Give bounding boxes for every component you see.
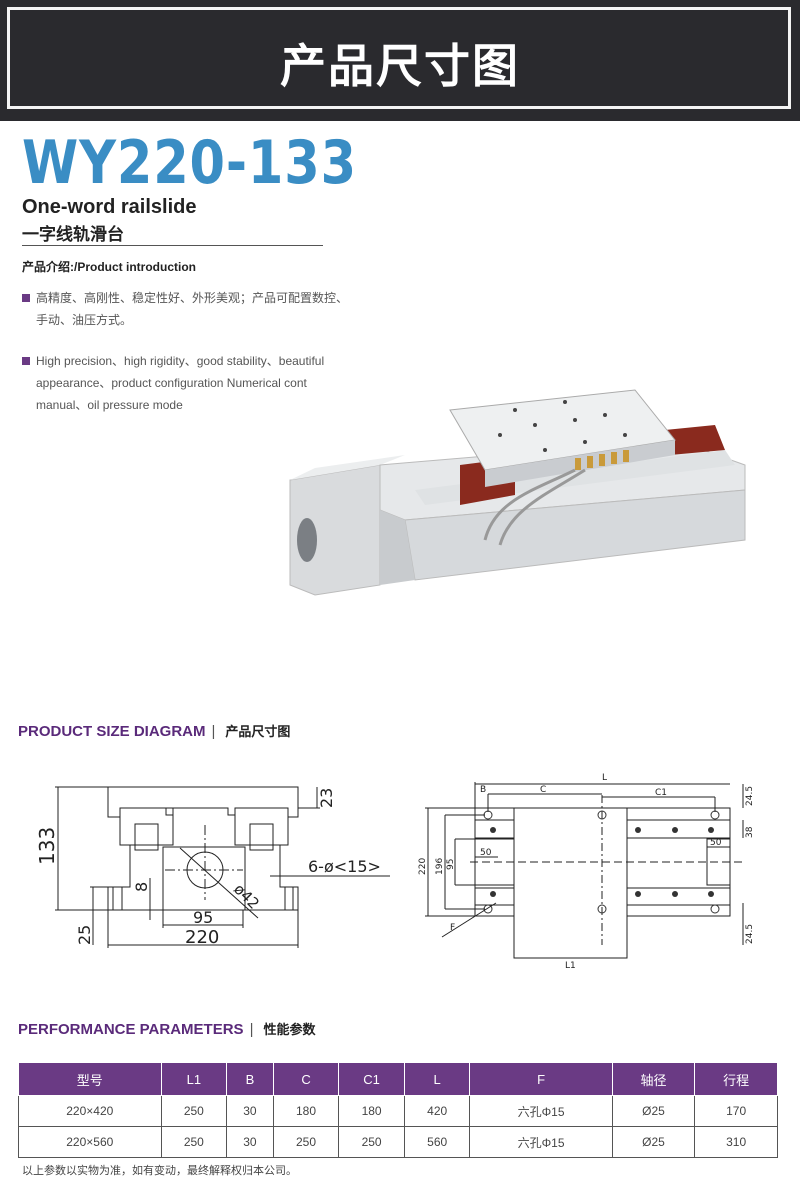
banner: 产品尺寸图: [0, 0, 800, 121]
heading-en: PERFORMANCE PARAMETERS: [18, 1021, 244, 1038]
dim-C1: C1: [655, 788, 667, 798]
product-name-en: One-word railslide: [22, 196, 197, 218]
dim-25: 25: [75, 925, 94, 945]
col-l1: L1: [160, 1062, 228, 1096]
banner-title: 产品尺寸图: [280, 39, 520, 93]
disclaimer-note: 以上参数以实物为准，如有变动，最终解释权归本公司。: [22, 1165, 297, 1177]
model-number: WY220-133: [22, 128, 357, 198]
dim-holes: 6-ø<15>: [308, 857, 381, 876]
dim-F: F: [450, 923, 455, 933]
cell: 30: [226, 1126, 274, 1158]
dim-L: L: [602, 773, 607, 783]
heading-en: PRODUCT SIZE DIAGRAM: [18, 723, 206, 740]
intro-label: 产品介绍:/Product introduction: [22, 260, 196, 274]
col-b: B: [226, 1062, 274, 1096]
heading-sep: |: [211, 723, 216, 740]
heading-cn: 产品尺寸图: [225, 724, 291, 739]
cell: 180: [338, 1095, 405, 1127]
dim-24-5-top: 24.5: [745, 786, 755, 806]
heading-sep: |: [249, 1021, 254, 1038]
cell: 250: [338, 1126, 405, 1158]
cell: 220×560: [18, 1126, 162, 1158]
dim-133: 133: [35, 827, 59, 865]
cell: 310: [694, 1126, 778, 1158]
size-diagram-heading: PRODUCT SIZE DIAGRAM | 产品尺寸图: [18, 721, 290, 740]
cell: 220×420: [18, 1095, 162, 1127]
bullet-square-icon: [22, 294, 30, 302]
cell: Ø25: [611, 1095, 696, 1127]
bullet-en: High precision、high rigidity、good stabil…: [22, 350, 352, 416]
col-l: L: [403, 1062, 471, 1096]
cell: 250: [160, 1095, 228, 1127]
col-f: F: [469, 1062, 613, 1096]
col-c1: C1: [338, 1062, 405, 1096]
dim-24-5-bottom: 24.5: [745, 924, 755, 944]
cell: 420: [403, 1095, 471, 1127]
bullet-text: 高精度、高刚性、稳定性好、外形美观；产品可配置数控、手动、油压方式。: [36, 291, 349, 327]
cell: 560: [403, 1126, 471, 1158]
col-c: C: [272, 1062, 340, 1096]
dim-95: 95: [193, 908, 213, 927]
dim-38: 38: [745, 826, 755, 838]
params-heading: PERFORMANCE PARAMETERS | 性能参数: [18, 1019, 316, 1038]
dim-50-right: 50: [710, 838, 722, 848]
dim-8: 8: [132, 882, 151, 892]
heading-cn: 性能参数: [263, 1022, 316, 1037]
bullet-square-icon: [22, 357, 30, 365]
cell: 30: [226, 1095, 274, 1127]
dim-220: 220: [185, 927, 219, 948]
dim-23: 23: [317, 788, 336, 808]
dim-dia42: ø42: [230, 880, 263, 913]
bullet-text: High precision、high rigidity、good stabil…: [36, 354, 325, 412]
product-image: [289, 389, 746, 596]
table-header-row: 型号 L1 B C C1 L F 轴径 行程: [18, 1062, 778, 1096]
dim-95: 95: [446, 859, 456, 870]
dim-L1: L1: [565, 961, 576, 970]
front-view-drawing: 133 23 25 8 95 220 6-ø<15> ø42: [35, 786, 390, 948]
top-view-drawing: L B C C1 L1 F 220 196 95 50 50 24.5 38 2…: [418, 773, 755, 970]
banner-frame: [7, 7, 791, 109]
divider: [22, 245, 323, 246]
bullet-cn: 高精度、高刚性、稳定性好、外形美观；产品可配置数控、手动、油压方式。: [22, 287, 352, 331]
dim-50-left: 50: [480, 848, 492, 858]
col-stroke: 行程: [694, 1062, 778, 1096]
dim-C: C: [540, 785, 546, 795]
cell: 250: [160, 1126, 228, 1158]
col-shaft: 轴径: [611, 1062, 696, 1096]
cell: 六孔Φ15: [469, 1126, 613, 1158]
dim-220: 220: [418, 858, 428, 875]
dim-196: 196: [435, 858, 445, 875]
cell: 250: [272, 1126, 340, 1158]
cell: Ø25: [611, 1126, 696, 1158]
cell: 六孔Φ15: [469, 1095, 613, 1127]
cell: 170: [694, 1095, 778, 1127]
col-model: 型号: [18, 1062, 162, 1096]
cell: 180: [272, 1095, 340, 1127]
dim-B: B: [480, 785, 486, 795]
product-name-cn: 一字线轨滑台: [22, 225, 124, 245]
